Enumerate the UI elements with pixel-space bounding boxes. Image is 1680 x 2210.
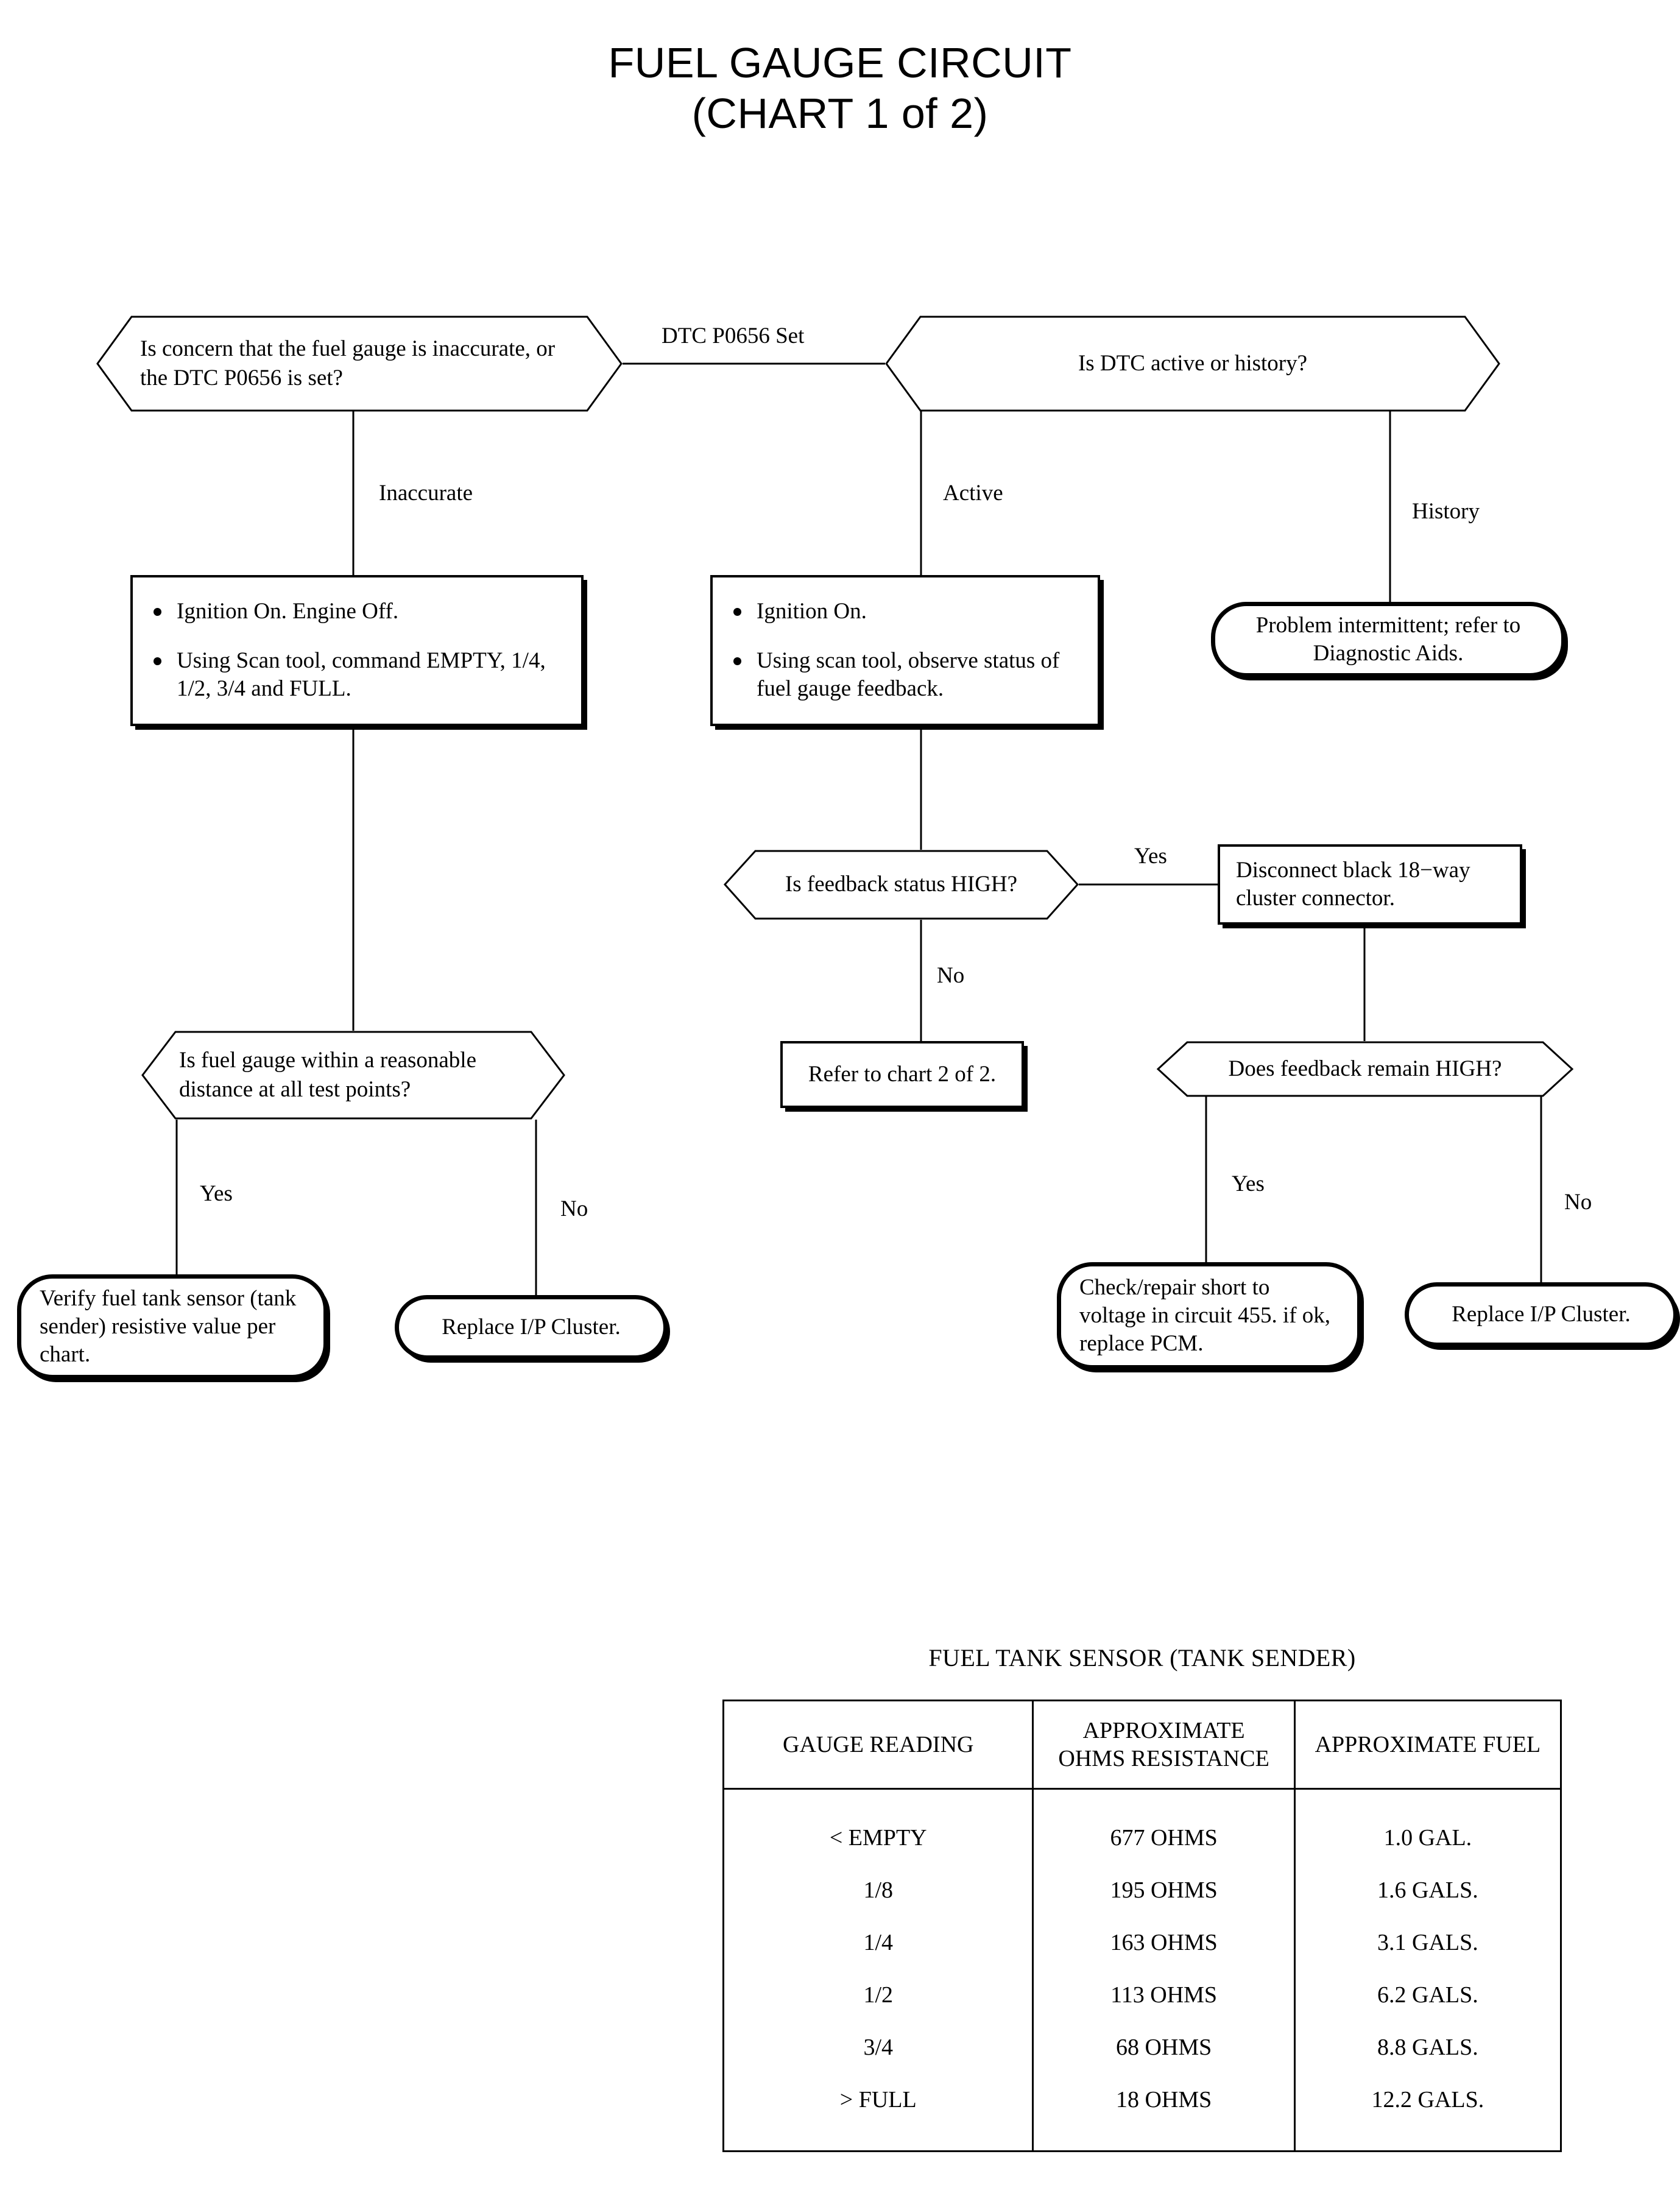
decision-gauge-within-reasonable-distance-label: Is fuel gauge within a reasonable distan… — [179, 1047, 477, 1102]
terminal-verify-fuel-tank-sensor-label: Verify fuel tank sensor (tank sender) re… — [40, 1285, 297, 1368]
cell-fuel: 12.2 GALS. — [1293, 2074, 1562, 2152]
process-refer-to-chart-2[interactable]: Refer to chart 2 of 2. — [780, 1041, 1024, 1108]
cell-fuel: 8.8 GALS. — [1293, 2021, 1562, 2074]
column-header-approximate-fuel: APPROXIMATE FUEL — [1293, 1700, 1562, 1790]
terminal-replace-cluster-left-label: Replace I/P Cluster. — [442, 1314, 621, 1340]
edge-label-active-text: Active — [943, 481, 1003, 506]
edge-label-feedback-yes-text: Yes — [1134, 844, 1167, 869]
fuel-tank-sensor-table: GAUGE READING APPROXIMATE OHMS RESISTANC… — [722, 1700, 1562, 2152]
process-mid-bullet-1: Ignition On. — [733, 598, 1082, 626]
cell-gauge-reading: < EMPTY — [722, 1788, 1034, 1864]
process-left-bullet-2: Using Scan tool, command EMPTY, 1/4, 1/2… — [154, 647, 565, 704]
hexagon-outline — [96, 316, 623, 412]
process-left-scan-commands[interactable]: Ignition On. Engine Off. Using Scan tool… — [130, 575, 584, 726]
column-header-gauge-reading: GAUGE READING — [722, 1700, 1034, 1790]
terminal-verify-fuel-tank-sensor[interactable]: Verify fuel tank sensor (tank sender) re… — [17, 1274, 328, 1379]
hexagon-outline — [141, 1031, 565, 1120]
decision-feedback-remain-high[interactable]: Does feedback remain HIGH? — [1156, 1041, 1574, 1097]
cell-ohms: 18 OHMS — [1032, 2074, 1296, 2152]
decision-gauge-within-reasonable-distance[interactable]: Is fuel gauge within a reasonable distan… — [141, 1031, 565, 1120]
table-row: 1/8 195 OHMS 1.6 GALS. — [722, 1864, 1562, 1916]
edge-label-feedback-no-text: No — [937, 963, 965, 988]
cell-gauge-reading: > FULL — [722, 2074, 1034, 2152]
edge-label-gauge-yes-text: Yes — [200, 1181, 233, 1206]
edge-label-dtc-p0656-set-text: DTC P0656 Set — [662, 323, 805, 348]
column-header-ohms-resistance: APPROXIMATE OHMS RESISTANCE — [1032, 1700, 1296, 1790]
page-title: FUEL GAUGE CIRCUIT (CHART 1 of 2) — [0, 38, 1680, 138]
decision-dtc-active-or-history[interactable]: Is DTC active or history? — [885, 316, 1500, 412]
edge-label-remain-no: No — [1564, 1189, 1592, 1215]
process-mid-bullet-list: Ignition On. Using scan tool, observe st… — [729, 598, 1082, 704]
edge-label-active: Active — [943, 480, 1003, 506]
process-refer-to-chart-2-label: Refer to chart 2 of 2. — [808, 1061, 997, 1087]
process-left-bullet-list: Ignition On. Engine Off. Using Scan tool… — [149, 598, 565, 704]
decision-start-concern[interactable]: Is concern that the fuel gauge is inaccu… — [96, 316, 623, 412]
process-disconnect-cluster-connector[interactable]: Disconnect black 18−way cluster connecto… — [1218, 844, 1522, 925]
cell-ohms: 113 OHMS — [1032, 1969, 1296, 2021]
cell-ohms: 68 OHMS — [1032, 2021, 1296, 2074]
table-row: 1/4 163 OHMS 3.1 GALS. — [722, 1916, 1562, 1969]
decision-dtc-active-or-history-label: Is DTC active or history? — [1078, 350, 1308, 376]
table-row: 1/2 113 OHMS 6.2 GALS. — [722, 1969, 1562, 2021]
table-row: > FULL 18 OHMS 12.2 GALS. — [722, 2074, 1562, 2152]
column-header-approximate-fuel-line1: APPROXIMATE FUEL — [1315, 1731, 1541, 1757]
cell-gauge-reading: 1/4 — [722, 1916, 1034, 1969]
terminal-check-repair-short[interactable]: Check/repair short to voltage in circuit… — [1057, 1262, 1361, 1369]
hexagon-outline — [1156, 1041, 1574, 1097]
cell-ohms: 677 OHMS — [1032, 1788, 1296, 1864]
process-left-bullet-1: Ignition On. Engine Off. — [154, 598, 565, 626]
cell-gauge-reading: 3/4 — [722, 2021, 1034, 2074]
page-title-line1: FUEL GAUGE CIRCUIT — [608, 39, 1072, 86]
edge-label-remain-no-text: No — [1564, 1190, 1592, 1215]
decision-feedback-status-high[interactable]: Is feedback status HIGH? — [723, 850, 1079, 920]
hexagon-outline — [723, 850, 1079, 920]
table-row: < EMPTY 677 OHMS 1.0 GAL. — [722, 1788, 1562, 1864]
cell-gauge-reading: 1/2 — [722, 1969, 1034, 2021]
table-body: < EMPTY 677 OHMS 1.0 GAL. 1/8 195 OHMS 1… — [722, 1788, 1562, 2152]
cell-fuel: 6.2 GALS. — [1293, 1969, 1562, 2021]
edge-label-history-text: History — [1412, 499, 1480, 524]
edge-label-gauge-no-text: No — [560, 1196, 588, 1221]
edge-label-history: History — [1412, 498, 1480, 524]
table-row: 3/4 68 OHMS 8.8 GALS. — [722, 2021, 1562, 2074]
decision-feedback-remain-high-label: Does feedback remain HIGH? — [1228, 1056, 1502, 1081]
process-mid-bullet-2: Using scan tool, observe status of fuel … — [733, 647, 1082, 704]
terminal-check-repair-short-label: Check/repair short to voltage in circuit… — [1079, 1274, 1331, 1357]
page-title-line2: (CHART 1 of 2) — [691, 89, 989, 137]
column-header-gauge-reading-line1: GAUGE READING — [783, 1731, 974, 1757]
table-header: GAUGE READING APPROXIMATE OHMS RESISTANC… — [722, 1700, 1562, 1790]
edge-label-remain-yes: Yes — [1232, 1171, 1265, 1197]
hexagon-outline — [885, 316, 1500, 412]
terminal-problem-intermittent-label: Problem intermittent; refer to Diagnosti… — [1255, 612, 1521, 666]
cell-ohms: 195 OHMS — [1032, 1864, 1296, 1916]
column-header-ohms-resistance-line2: OHMS RESISTANCE — [1058, 1746, 1269, 1771]
edge-label-remain-yes-text: Yes — [1232, 1171, 1265, 1196]
terminal-replace-cluster-right-label: Replace I/P Cluster. — [1452, 1301, 1631, 1327]
terminal-problem-intermittent[interactable]: Problem intermittent; refer to Diagnosti… — [1211, 602, 1565, 677]
table-title: FUEL TANK SENSOR (TANK SENDER) — [701, 1643, 1584, 1672]
terminal-replace-cluster-right[interactable]: Replace I/P Cluster. — [1405, 1282, 1678, 1347]
cell-gauge-reading: 1/8 — [722, 1864, 1034, 1916]
edge-label-feedback-no: No — [937, 962, 964, 989]
table-header-row: GAUGE READING APPROXIMATE OHMS RESISTANC… — [722, 1700, 1562, 1790]
edge-label-gauge-yes: Yes — [200, 1181, 233, 1207]
edge-label-gauge-no: No — [560, 1196, 588, 1222]
terminal-replace-cluster-left[interactable]: Replace I/P Cluster. — [395, 1295, 668, 1360]
cell-fuel: 1.0 GAL. — [1293, 1788, 1562, 1864]
table-title-text: FUEL TANK SENSOR (TANK SENDER) — [928, 1644, 1356, 1672]
cell-fuel: 1.6 GALS. — [1293, 1864, 1562, 1916]
edge-label-inaccurate-text: Inaccurate — [379, 481, 473, 506]
edge-label-dtc-p0656-set: DTC P0656 Set — [662, 323, 804, 349]
cell-fuel: 3.1 GALS. — [1293, 1916, 1562, 1969]
decision-feedback-status-high-label: Is feedback status HIGH? — [785, 872, 1018, 897]
column-header-ohms-resistance-line1: APPROXIMATE — [1082, 1717, 1245, 1743]
edge-label-inaccurate: Inaccurate — [379, 480, 473, 506]
decision-start-concern-label: Is concern that the fuel gauge is inaccu… — [140, 336, 556, 390]
edge-label-feedback-yes: Yes — [1134, 843, 1167, 869]
cell-ohms: 163 OHMS — [1032, 1916, 1296, 1969]
process-disconnect-cluster-connector-label: Disconnect black 18−way cluster connecto… — [1236, 857, 1470, 911]
process-mid-observe-feedback[interactable]: Ignition On. Using scan tool, observe st… — [710, 575, 1100, 726]
